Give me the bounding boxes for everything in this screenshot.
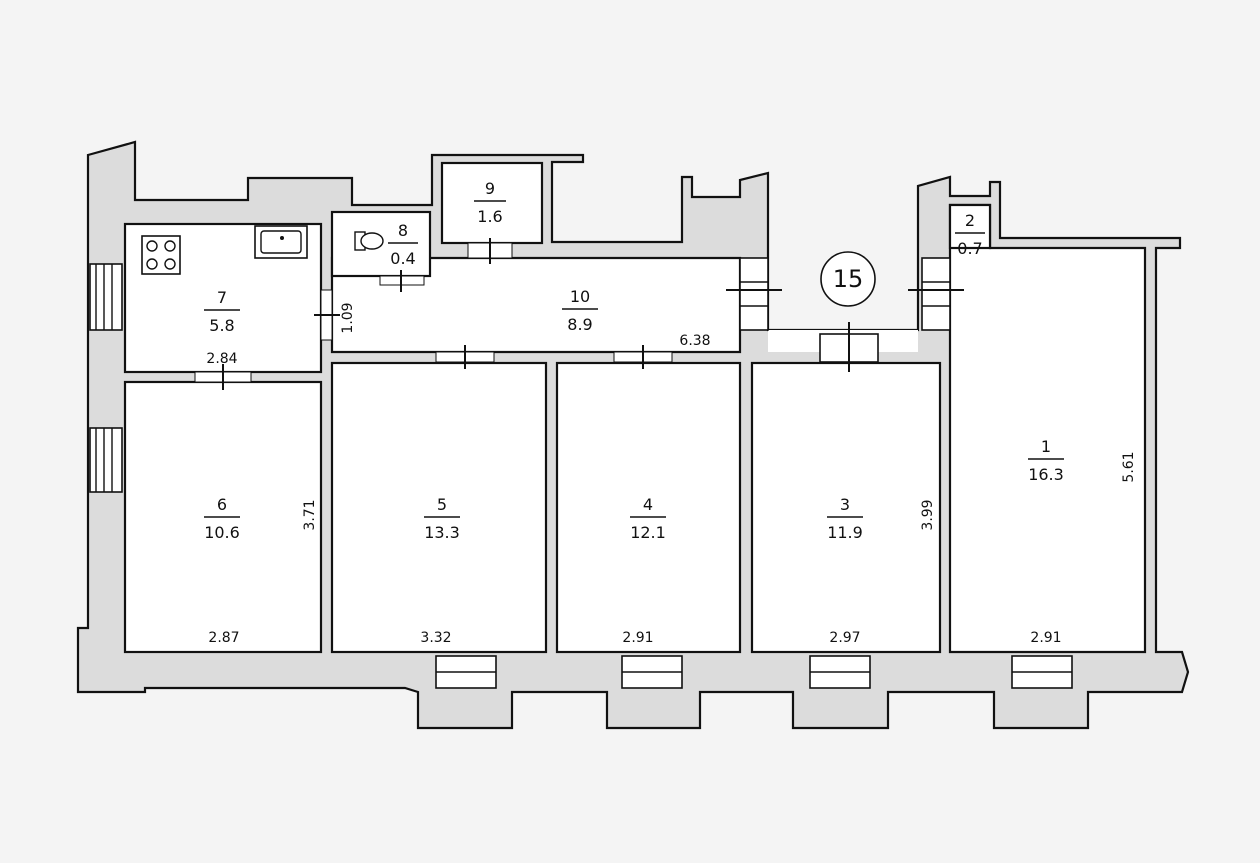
dim-room4-width: 2.91 [622,630,653,646]
room-9-floor [440,161,544,245]
svg-text:3: 3 [840,495,850,514]
svg-text:5.8: 5.8 [209,316,234,335]
svg-text:12.1: 12.1 [630,523,666,542]
svg-text:10: 10 [570,287,590,306]
dim-room3-width: 2.97 [829,630,860,646]
svg-text:8.9: 8.9 [567,315,592,334]
room-label-1: 1 16.3 [1028,437,1064,484]
svg-text:4: 4 [643,495,653,514]
left-window-top [89,263,123,331]
svg-text:10.6: 10.6 [204,523,240,542]
dim-room6-depth: 3.71 [302,499,318,530]
svg-text:8: 8 [398,221,408,240]
room-label-3: 3 11.9 [827,495,863,542]
dim-room3-depth: 3.99 [920,499,936,530]
svg-text:0.4: 0.4 [390,249,415,268]
svg-text:6: 6 [217,495,227,514]
svg-text:1.6: 1.6 [477,207,502,226]
room-label-10: 10 8.9 [562,287,598,334]
svg-text:13.3: 13.3 [424,523,460,542]
dim-room10-length: 6.38 [679,333,710,349]
dim-room7-width: 2.84 [206,351,237,367]
svg-text:0.7: 0.7 [957,239,982,258]
room-label-4: 4 12.1 [630,495,666,542]
svg-text:5: 5 [437,495,447,514]
left-window-bottom [89,427,123,493]
dim-room6-width: 2.87 [208,630,239,646]
apartment-number-circle [820,251,876,307]
room-2-floor [948,203,992,250]
room-label-2: 2 0.7 [955,211,985,258]
room-label-7: 7 5.8 [204,288,240,335]
svg-text:16.3: 16.3 [1028,465,1064,484]
room-5-floor [330,361,548,654]
toilet-icon [354,231,384,251]
room-4-floor [555,361,742,654]
room-label-6: 6 10.6 [204,495,240,542]
apartment-number: 15 [833,265,864,293]
dim-room10-width: 1.09 [340,302,356,333]
svg-text:1: 1 [1041,437,1051,456]
room-label-8: 8 0.4 [388,221,418,268]
room-3-floor [750,361,942,654]
svg-text:9: 9 [485,179,495,198]
stove-icon [141,235,181,275]
dim-room5-width: 3.32 [420,630,451,646]
svg-text:11.9: 11.9 [827,523,863,542]
room-1-floor [948,203,1147,654]
room-label-9: 9 1.6 [474,179,506,226]
dim-room1-depth: 5.61 [1121,451,1137,482]
room-label-5: 5 13.3 [424,495,460,542]
dim-room1-width: 2.91 [1030,630,1061,646]
svg-text:2: 2 [965,211,975,230]
svg-text:7: 7 [217,288,227,307]
